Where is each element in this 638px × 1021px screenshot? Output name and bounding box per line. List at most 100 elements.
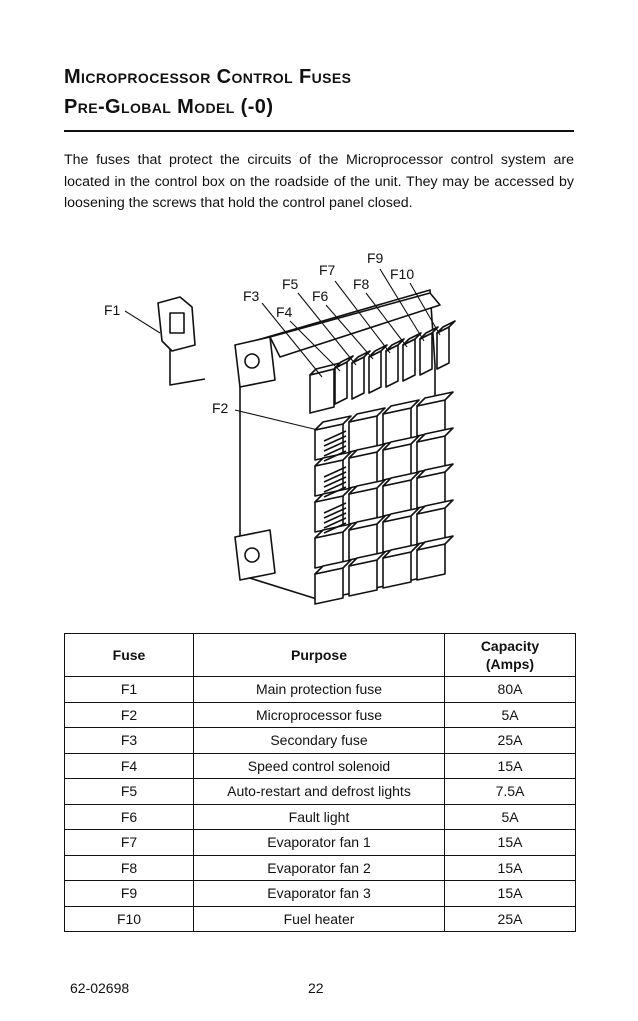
cell-capacity: 25A [444,727,576,754]
leader-line [289,320,341,372]
f1-wire [169,349,206,386]
hatch-line [323,466,347,478]
fuse-label: F6 [312,288,329,304]
leader-line [234,409,319,431]
fuse-blade [309,368,335,414]
header-purpose: Purpose [193,633,445,677]
cell-purpose: Evaporator fan 2 [193,854,445,881]
mount-hole-bottom [244,547,260,563]
relay-top [416,427,454,443]
cell-purpose: Fuel heater [193,905,445,932]
relay-top [382,435,420,451]
relay-top [348,551,386,567]
cell-purpose: Evaporator fan 3 [193,880,445,907]
hatch-line [323,517,347,529]
cell-fuse: F9 [64,880,194,907]
relay-top [382,471,420,487]
hatch-line [323,507,347,519]
fuse-blade-top [402,332,422,346]
fuse-label: F9 [367,250,384,266]
fuse-label: F3 [243,288,260,304]
fuse-blade-top [351,350,371,364]
title-line-2: Pre-Global Model (-0) [64,96,274,118]
hatch-line [323,471,347,483]
cell-capacity: 15A [444,854,576,881]
hatch-line [323,486,347,498]
hatch-line [323,522,347,534]
cell-capacity: 5A [444,701,576,728]
fuse-blade-top [419,326,439,340]
fuse-label: F2 [212,400,229,416]
hatch-line [323,481,347,493]
relay-top [416,463,454,479]
cell-fuse: F1 [64,676,194,703]
relay-top [348,479,386,495]
cell-capacity: 5A [444,803,576,830]
cell-capacity: 7.5A [444,778,576,805]
leader-line [297,292,357,366]
hatch-line [323,440,347,452]
table-header-row: Fuse Purpose Capacity (Amps) [64,633,576,677]
leader-line [379,268,425,342]
hatch-line [323,512,347,524]
fuse-label: F4 [276,304,293,320]
cell-purpose: Secondary fuse [193,727,445,754]
cell-fuse: F2 [64,701,194,728]
hatch-line [323,450,347,462]
relay-top [416,499,454,515]
cell-purpose: Fault light [193,803,445,830]
fuse-blade [402,338,416,382]
document-number: 62-02698 [70,980,130,996]
relay-top [314,559,352,575]
cell-capacity: 80A [444,676,576,703]
leader-line [334,280,391,354]
cell-fuse: F10 [64,905,194,932]
hatch-line [323,445,347,457]
relay-top [314,451,352,467]
leader-line [365,292,408,348]
cell-purpose: Speed control solenoid [193,752,445,779]
header-capacity: Capacity (Amps) [444,633,576,677]
fuse-blade-top [436,320,456,334]
header-fuse: Fuse [64,633,194,677]
fuse-label: F7 [319,262,336,278]
relay-top [314,523,352,539]
cell-purpose: Microprocessor fuse [193,701,445,728]
fuse-blade [385,344,399,388]
cell-fuse: F3 [64,727,194,754]
relay-top [348,515,386,531]
page-title: Microprocessor Control Fuses Pre-Global … [64,62,576,122]
leader-line [124,310,161,334]
cell-fuse: F4 [64,752,194,779]
title-rule [64,130,574,132]
cell-purpose: Main protection fuse [193,676,445,703]
f1-fuse-window [169,312,185,334]
cell-purpose: Evaporator fan 1 [193,829,445,856]
page-number: 22 [308,980,324,996]
relay-top [382,399,420,415]
relay-top [416,535,454,551]
relay-top [348,407,386,423]
title-line-1: Microprocessor Control Fuses [64,66,352,88]
relay-top [382,507,420,523]
cell-fuse: F5 [64,778,194,805]
fuse-blade [419,332,433,376]
fuse-label: F1 [104,302,121,318]
fuse-blade-top [334,355,354,369]
fuse-label: F8 [353,276,370,292]
mount-hole-top [244,353,260,369]
relay-top [314,487,352,503]
intro-paragraph: The fuses that protect the circuits of t… [64,152,574,211]
header-capacity-line-2: (Amps) [485,656,535,672]
